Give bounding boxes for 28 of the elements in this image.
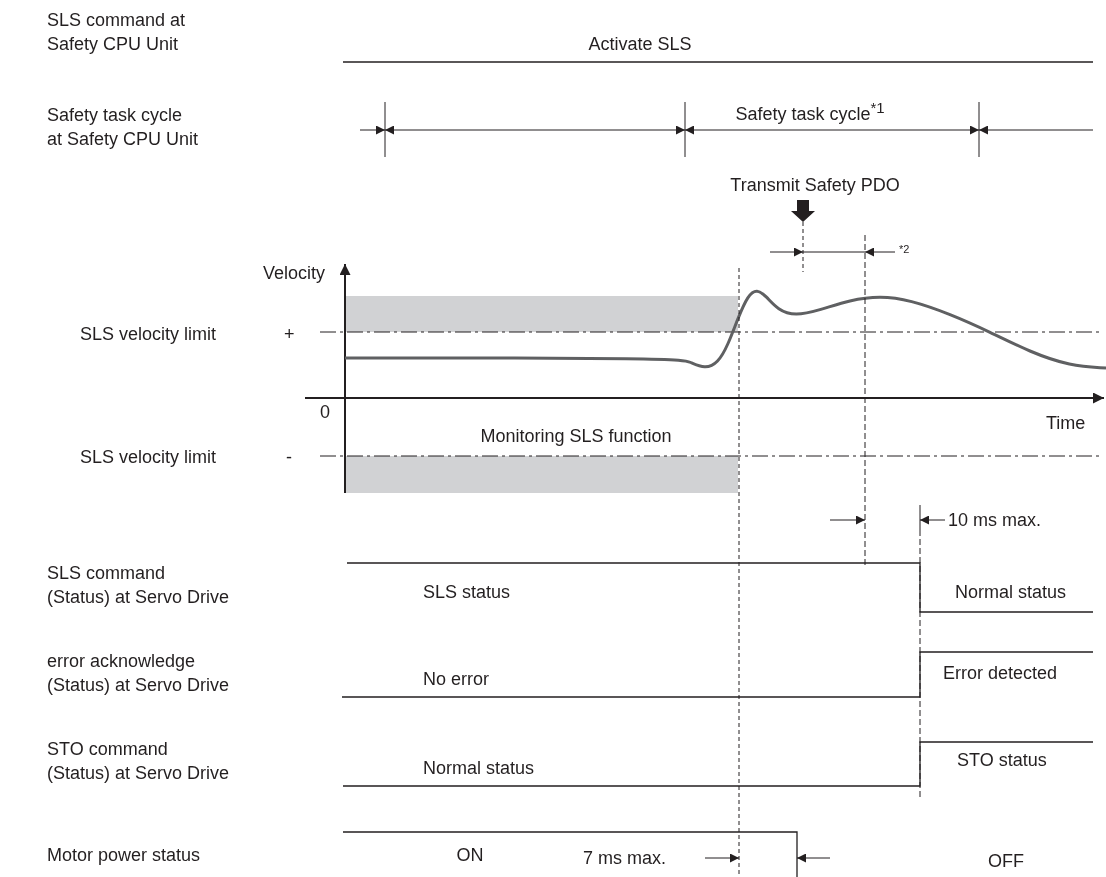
state-label: Activate SLS (588, 33, 692, 56)
sign-label: + (284, 323, 295, 346)
signal-label: error acknowledge (Status) at Servo Drive (47, 650, 231, 697)
limit-label: SLS velocity limit (80, 446, 217, 469)
axis-label: Velocity (262, 262, 325, 285)
axis-tick-label: 0 (320, 401, 330, 424)
state-label: STO status (957, 749, 1047, 772)
signal-label: SLS command (Status) at Servo Drive (47, 562, 231, 609)
signal-label: STO command (Status) at Servo Drive (47, 738, 231, 785)
limit-label: SLS velocity limit (80, 323, 217, 346)
state-label: SLS status (423, 581, 511, 604)
state-label: No error (423, 668, 489, 691)
signal-label: Safety task cycle at Safety CPU Unit (47, 104, 200, 151)
state-label: Normal status (955, 581, 1067, 604)
dimension-label: Safety task cycle$^{*1}$ (735, 98, 885, 126)
state-label: ON (456, 844, 484, 867)
footnote-mark: *2 (899, 242, 910, 256)
dimension-label: 7 ms max. (583, 847, 666, 870)
state-label: OFF (988, 850, 1024, 873)
signal-label: SLS command at Safety CPU Unit (47, 9, 187, 56)
event-label: Transmit Safety PDO (730, 174, 900, 197)
dimension-label: 10 ms max. (948, 509, 1042, 532)
sign-label: - (286, 446, 292, 469)
axis-label: Time (1046, 412, 1086, 435)
state-label: Normal status (423, 757, 535, 780)
signal-label: Motor power status (47, 844, 201, 867)
state-label: Error detected (943, 662, 1058, 685)
region-label: Monitoring SLS function (480, 425, 672, 448)
